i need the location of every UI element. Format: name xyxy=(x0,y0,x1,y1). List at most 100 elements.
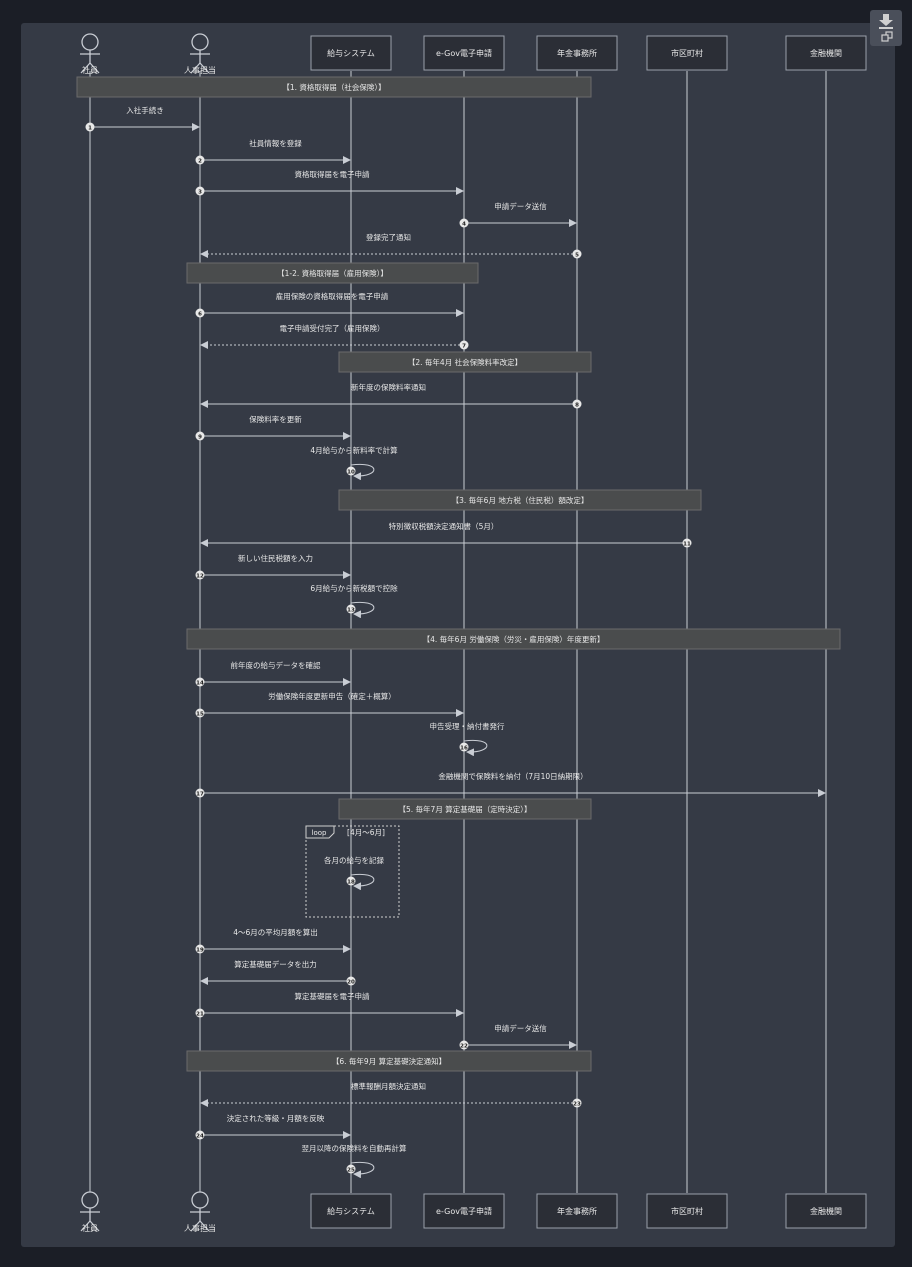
message-label-11: 特別徴収税額決定通知書（5月） xyxy=(389,521,499,531)
message-label-14: 前年度の給与データを確認 xyxy=(231,660,321,670)
participant-label-bank: 金融機関 xyxy=(810,1206,842,1216)
sequence-number-24: 24 xyxy=(196,1133,204,1139)
note-label: 【3. 毎年6月 地方税（住民税）額改定】 xyxy=(452,495,589,505)
participant-label-city: 市区町村 xyxy=(671,1206,703,1216)
participant-box-pension-top xyxy=(536,35,618,71)
message-label-21: 算定基礎届を電子申請 xyxy=(295,991,370,1001)
participant-label-egov: e-Gov電子申請 xyxy=(436,48,492,58)
sequence-number-4: 4 xyxy=(462,221,466,227)
message-label-12: 新しい住民税額を入力 xyxy=(238,553,313,563)
sequence-number-3: 3 xyxy=(198,189,202,195)
sequence-badge-22 xyxy=(459,1040,469,1050)
sequence-number-1: 1 xyxy=(88,125,92,131)
sequence-badge-8 xyxy=(572,399,582,409)
sequence-badge-2 xyxy=(195,155,205,165)
sequence-badge-23 xyxy=(572,1098,582,1108)
participant-box-payroll-top xyxy=(310,35,392,71)
participant-label-bank: 金融機関 xyxy=(810,48,842,58)
sequence-badge-13 xyxy=(346,604,356,614)
sequence-number-16: 16 xyxy=(460,745,468,751)
participant-box-city-top xyxy=(646,35,728,71)
note-box xyxy=(76,76,592,98)
message-arrow-16 xyxy=(463,739,488,757)
sequence-badge-6 xyxy=(195,308,205,318)
sequence-badge-20 xyxy=(346,976,356,986)
actor-hr-bottom xyxy=(190,1191,210,1232)
note-label: 【1. 資格取得届（社会保険）】 xyxy=(282,82,385,92)
sequence-badge-24 xyxy=(195,1130,205,1140)
sequence-badge-16 xyxy=(459,742,469,752)
sequence-number-2: 2 xyxy=(198,158,202,164)
sequence-badge-9 xyxy=(195,431,205,441)
note-box xyxy=(186,262,479,284)
message-label-2: 社員情報を登録 xyxy=(249,138,302,148)
note-label: 【2. 毎年4月 社会保険料率改定】 xyxy=(408,357,522,367)
message-label-15: 労働保険年度更新申告（確定＋概算） xyxy=(268,691,396,701)
message-label-16: 申告受理・納付書発行 xyxy=(430,721,505,731)
sequence-number-18: 18 xyxy=(347,879,355,885)
message-label-10: 4月給与から新料率で計算 xyxy=(310,445,398,455)
sequence-number-7: 7 xyxy=(462,343,466,349)
sequence-badge-14 xyxy=(195,677,205,687)
participant-label-payroll: 給与システム xyxy=(327,48,375,58)
sequence-number-23: 23 xyxy=(573,1101,581,1107)
download-icon[interactable] xyxy=(873,12,899,29)
note-box xyxy=(186,628,841,650)
sequence-number-14: 14 xyxy=(196,680,204,686)
sequence-number-9: 9 xyxy=(198,434,202,440)
loop-keyword: loop xyxy=(312,829,328,837)
message-label-5: 登録完了通知 xyxy=(366,232,411,242)
sequence-badge-12 xyxy=(195,570,205,580)
sequence-number-12: 12 xyxy=(196,573,204,579)
message-label-25: 翌月以降の保険料を自動再計算 xyxy=(302,1143,407,1153)
message-label-6: 雇用保険の資格取得届を電子申請 xyxy=(276,291,389,301)
actor-label-employee: 社員 xyxy=(82,65,98,75)
participant-label-pension: 年金事務所 xyxy=(557,48,597,58)
copy-icon[interactable] xyxy=(876,31,896,45)
note-box xyxy=(186,1050,592,1072)
sequence-number-13: 13 xyxy=(347,607,355,613)
toolbar-buttons xyxy=(870,10,902,46)
message-arrow-13 xyxy=(350,601,375,619)
participant-box-pension-bottom xyxy=(536,1193,618,1229)
sequence-badge-10 xyxy=(346,466,356,476)
message-label-13: 6月給与から新税額で控除 xyxy=(310,583,398,593)
sequence-number-15: 15 xyxy=(196,711,204,717)
loop-tab xyxy=(305,825,335,839)
sequence-badge-4 xyxy=(459,218,469,228)
note-label: 【6. 毎年9月 算定基礎決定通知】 xyxy=(332,1056,446,1066)
participant-label-city: 市区町村 xyxy=(671,48,703,58)
sequence-badge-5 xyxy=(572,249,582,259)
actor-employee-top xyxy=(80,33,100,74)
participant-box-bank-top xyxy=(785,35,867,71)
participant-box-egov-top xyxy=(423,35,505,71)
message-label-19: 4〜6月の平均月額を算出 xyxy=(233,927,318,937)
sequence-badge-3 xyxy=(195,186,205,196)
participant-box-bank-bottom xyxy=(785,1193,867,1229)
sequence-badge-21 xyxy=(195,1008,205,1018)
note-box xyxy=(338,351,592,373)
participant-label-payroll: 給与システム xyxy=(327,1206,375,1216)
sequence-badge-15 xyxy=(195,708,205,718)
sequence-number-11: 11 xyxy=(683,541,691,547)
sequence-number-6: 6 xyxy=(198,311,202,317)
sequence-number-22: 22 xyxy=(460,1043,468,1049)
message-label-24: 決定された等級・月額を反映 xyxy=(227,1113,325,1123)
note-box xyxy=(338,489,702,511)
actor-label-hr: 人事担当 xyxy=(184,1223,216,1233)
sequence-badge-19 xyxy=(195,944,205,954)
note-label: 【5. 毎年7月 算定基礎届（定時決定）】 xyxy=(399,804,532,814)
sequence-number-25: 25 xyxy=(347,1167,355,1173)
note-box xyxy=(338,798,592,820)
message-label-1: 入社手続き xyxy=(126,105,164,115)
sequence-number-19: 19 xyxy=(196,947,204,953)
sequence-badge-18 xyxy=(346,876,356,886)
message-arrow-18 xyxy=(350,873,375,891)
participant-label-pension: 年金事務所 xyxy=(557,1206,597,1216)
sequence-number-10: 10 xyxy=(347,469,355,475)
note-label: 【4. 毎年6月 労働保険（労災・雇用保険）年度更新】 xyxy=(423,634,605,644)
note-label: 【1-2. 資格取得届（雇用保険）】 xyxy=(277,268,388,278)
actor-label-employee: 社員 xyxy=(82,1223,98,1233)
